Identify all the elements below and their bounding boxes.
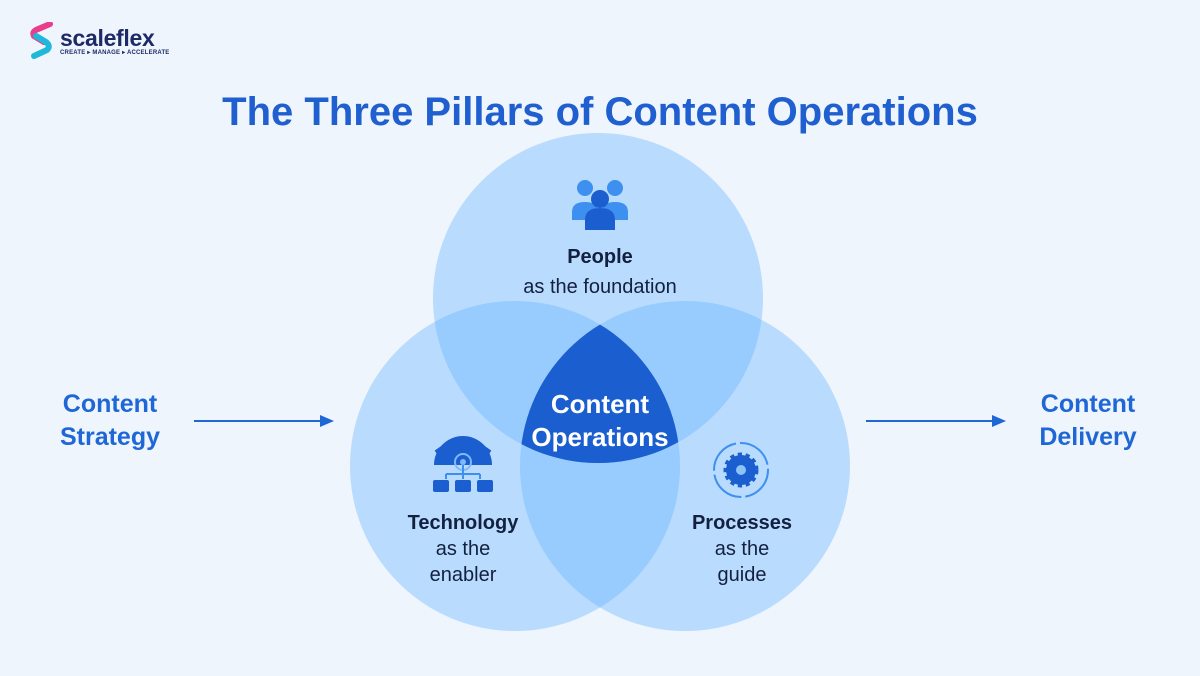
center-line2: Operations <box>531 422 669 452</box>
people-circle <box>433 133 763 463</box>
people-label: People as the foundation <box>480 242 720 302</box>
right-arrow <box>866 415 1006 427</box>
logo-tagline: CREATE ▸ MANAGE ▸ ACCELERATE <box>60 49 170 56</box>
process-cycle-gear-icon <box>713 442 769 498</box>
processes-subtitle2: guide <box>717 564 767 586</box>
content-delivery-label: Content Delivery <box>1018 388 1158 454</box>
technology-title: Technology <box>407 512 519 534</box>
page-title: The Three Pillars of Content Operations <box>222 90 978 134</box>
technology-label: Technology as the enabler <box>383 510 543 588</box>
center-intersection <box>520 301 680 463</box>
people-icon <box>572 180 628 230</box>
processes-title: Processes <box>691 512 793 534</box>
right-label-line2: Delivery <box>1039 423 1137 451</box>
logo-mark-icon <box>30 22 53 59</box>
left-arrow <box>194 415 334 427</box>
people-title: People <box>567 246 633 268</box>
content-operations-label: Content Operations <box>500 388 700 454</box>
processes-subtitle1: as the <box>714 538 770 560</box>
processes-label: Processes as the guide <box>662 510 822 588</box>
technology-gear-network-icon <box>433 436 493 492</box>
left-label-line1: Content <box>62 390 158 418</box>
content-strategy-label: Content Strategy <box>40 388 180 454</box>
left-label-line2: Strategy <box>59 423 161 451</box>
right-label-line1: Content <box>1040 390 1136 418</box>
people-subtitle: as the foundation <box>523 276 677 298</box>
technology-subtitle2: enabler <box>429 564 497 586</box>
technology-subtitle1: as the <box>435 538 491 560</box>
center-line1: Content <box>550 389 650 419</box>
logo-name: scaleflex <box>60 24 155 51</box>
scaleflex-logo: scaleflex CREATE ▸ MANAGE ▸ ACCELERATE <box>30 22 170 60</box>
